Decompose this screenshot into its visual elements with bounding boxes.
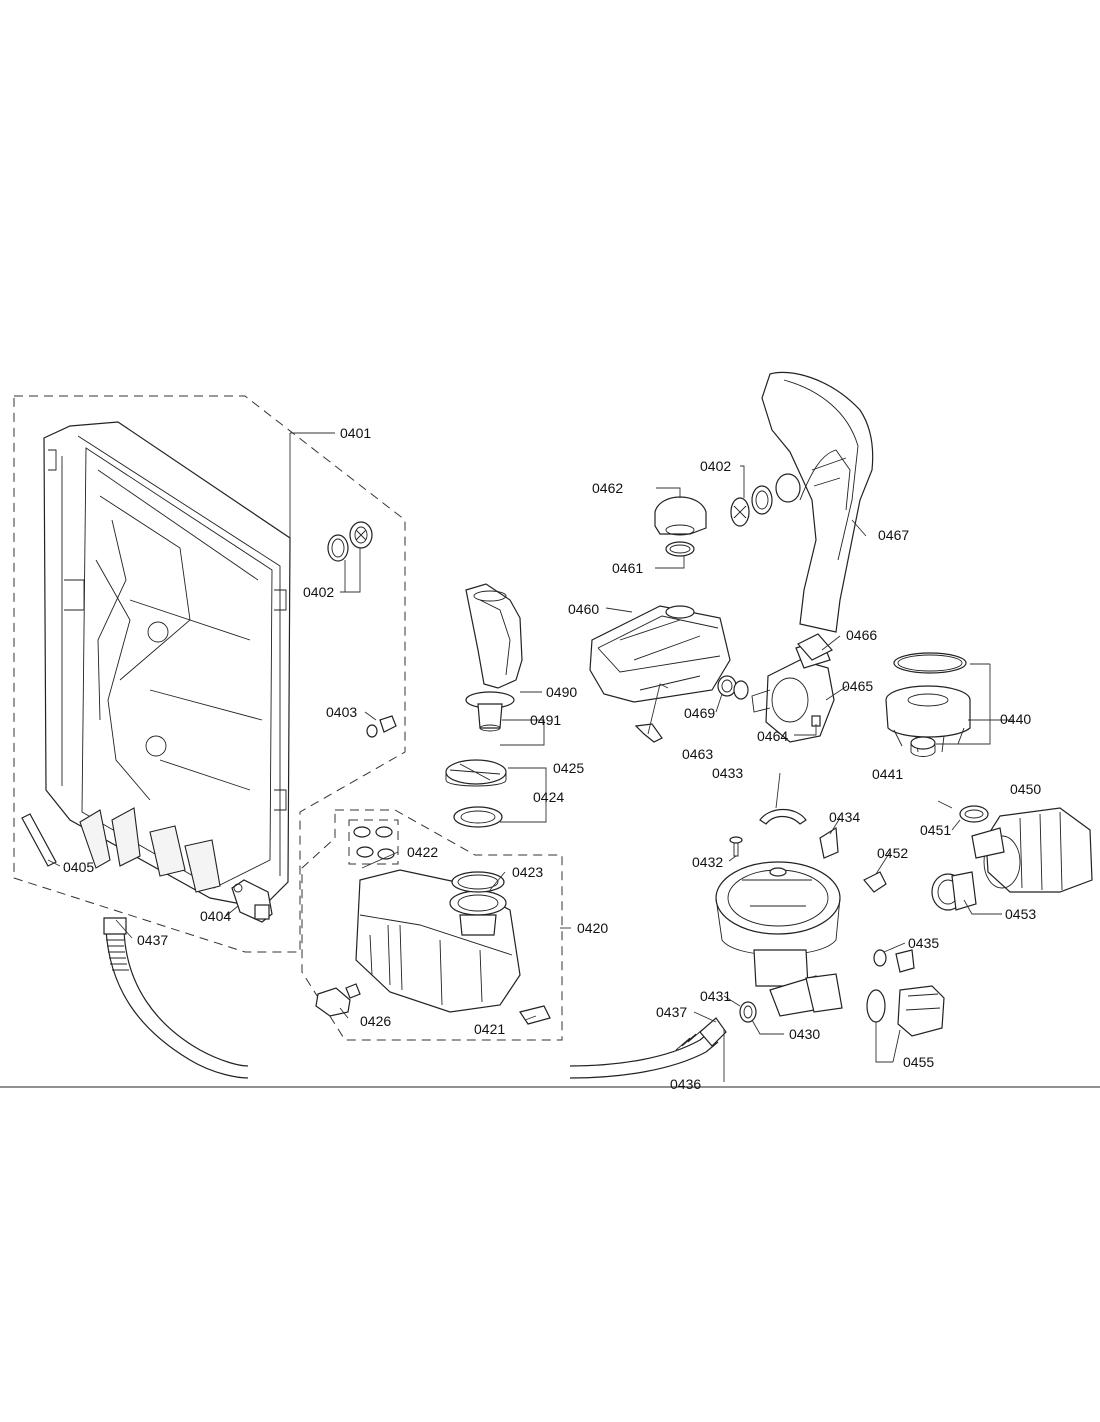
label-0440: 0440 <box>1000 711 1031 727</box>
bracket-0433 <box>759 808 807 825</box>
funnel-0490 <box>465 583 523 689</box>
group-0401-boundary <box>13 395 406 953</box>
label-0404: 0404 <box>200 908 231 924</box>
water-softener-0420 <box>355 869 521 1013</box>
label-0401: 0401 <box>340 425 371 441</box>
ring-0424 <box>453 806 503 828</box>
part-0434 <box>819 826 839 859</box>
label-0405: 0405 <box>63 859 94 875</box>
leader-lines <box>47 432 1014 1082</box>
label-0432: 0432 <box>692 854 723 870</box>
label-0452: 0452 <box>877 845 908 861</box>
label-0402-left: 0402 <box>303 584 334 600</box>
label-0465: 0465 <box>842 678 873 694</box>
label-0466: 0466 <box>846 627 877 643</box>
fitting-0403 <box>366 715 397 738</box>
gasket-0466 <box>797 633 833 661</box>
sump-0430 <box>715 861 843 1017</box>
label-0491: 0491 <box>530 712 561 728</box>
ring-0423 <box>451 871 505 893</box>
label-0425: 0425 <box>553 760 584 776</box>
valve-0404 <box>231 879 273 923</box>
label-0402-right: 0402 <box>700 458 731 474</box>
group-0420-boundary <box>301 809 563 1041</box>
reservoir-0460 <box>589 605 731 703</box>
label-0441: 0441 <box>872 766 903 782</box>
label-0464: 0464 <box>757 728 788 744</box>
label-0421: 0421 <box>474 1021 505 1037</box>
duct-0467 <box>761 371 874 633</box>
ring-0402-right <box>730 473 801 527</box>
heater-plate-0440 <box>885 685 971 753</box>
fitting-0431 <box>739 1001 757 1023</box>
sensor-0426 <box>315 983 361 1017</box>
label-0450: 0450 <box>1010 781 1041 797</box>
callout-labels: 0401 0402 0403 0404 0405 0437 0420 0421 … <box>63 425 1041 1092</box>
label-0469: 0469 <box>684 705 715 721</box>
seal-0461 <box>665 541 695 557</box>
label-0460: 0460 <box>568 601 599 617</box>
gaskets-0422 <box>353 826 395 860</box>
label-0403: 0403 <box>326 704 357 720</box>
clip-0421 <box>519 1005 551 1025</box>
clip-0452 <box>863 871 887 893</box>
label-0436: 0436 <box>670 1076 701 1092</box>
label-0431: 0431 <box>700 988 731 1004</box>
sensor-0441 <box>910 736 936 757</box>
label-0455: 0455 <box>903 1054 934 1070</box>
funnel-0491 <box>465 691 515 732</box>
valve-0435 <box>873 949 915 973</box>
label-0437-right: 0437 <box>656 1004 687 1020</box>
cap-0462 <box>654 496 707 536</box>
cover-0425 <box>445 759 507 787</box>
side-panel-0401 <box>43 421 291 909</box>
strip-0405 <box>21 813 57 867</box>
clip-0463 <box>634 723 663 743</box>
circulation-pump-0450 <box>971 807 1093 893</box>
label-0462: 0462 <box>592 480 623 496</box>
label-0463: 0463 <box>682 746 713 762</box>
label-0451: 0451 <box>920 822 951 838</box>
label-0420: 0420 <box>577 920 608 936</box>
ring-0440 <box>893 652 967 674</box>
label-0423: 0423 <box>512 864 543 880</box>
label-0424: 0424 <box>533 789 564 805</box>
label-0453: 0453 <box>1005 906 1036 922</box>
clamp-0451 <box>959 805 989 823</box>
screw-0432 <box>729 836 743 857</box>
connector-0453 <box>931 871 977 911</box>
seal-0469 <box>717 675 749 700</box>
drain-hose-0436 <box>103 917 727 1079</box>
label-0422: 0422 <box>407 844 438 860</box>
ring-seal-0402 <box>327 521 373 562</box>
label-0490: 0490 <box>546 684 577 700</box>
label-0430: 0430 <box>789 1026 820 1042</box>
label-0434: 0434 <box>829 809 860 825</box>
label-0467: 0467 <box>878 527 909 543</box>
label-0461: 0461 <box>612 560 643 576</box>
label-0437-left: 0437 <box>137 932 168 948</box>
label-0435: 0435 <box>908 935 939 951</box>
label-0433: 0433 <box>712 765 743 781</box>
label-0426: 0426 <box>360 1013 391 1029</box>
drain-pump-0455 <box>866 985 945 1037</box>
